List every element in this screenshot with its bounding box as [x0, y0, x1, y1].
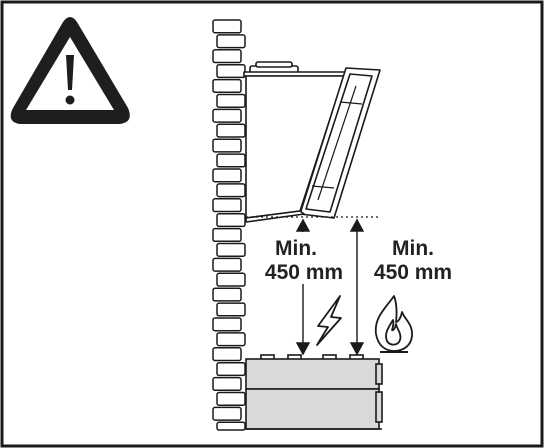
left-clearance-line1: Min. — [275, 237, 317, 260]
right-dimension-line — [349, 218, 365, 356]
wall-brick — [212, 287, 242, 302]
hob-worktop — [245, 358, 380, 390]
warning-triangle-icon — [10, 17, 130, 124]
wall-brick — [216, 242, 246, 257]
wall-brick — [212, 78, 242, 94]
wall-brick — [212, 49, 242, 64]
wall-brick — [212, 257, 242, 272]
wall-brick — [212, 406, 242, 421]
wall-brick — [212, 198, 242, 213]
right-clearance-line1: Min. — [392, 237, 434, 260]
wall-brick — [216, 421, 246, 431]
brick-wall — [212, 19, 246, 431]
chimney-hood — [243, 61, 381, 223]
wall-brick — [212, 19, 242, 34]
wall-brick — [216, 123, 246, 138]
wall-brick — [216, 272, 246, 287]
wall-brick — [216, 34, 246, 49]
kitchen-unit — [245, 354, 383, 430]
wall-brick — [216, 63, 246, 79]
wall-brick — [216, 183, 246, 198]
wall-brick — [212, 376, 242, 392]
wall-brick — [216, 212, 246, 228]
wall-brick — [216, 93, 246, 108]
wall-brick — [216, 361, 246, 377]
wall-brick — [216, 332, 246, 347]
wall-brick — [212, 168, 242, 183]
wall-brick — [212, 317, 242, 332]
wall-brick — [212, 138, 242, 153]
right-label-background — [365, 232, 461, 284]
right-clearance-line2: 450 mm — [374, 261, 452, 284]
cabinet — [245, 388, 380, 430]
wall-brick — [216, 302, 246, 317]
gas-flame-icon — [374, 295, 413, 353]
wall-brick — [212, 108, 242, 123]
wall-brick — [212, 227, 242, 243]
left-label-background — [254, 232, 352, 284]
lightning-bolt-icon — [316, 295, 342, 346]
wall-brick — [212, 347, 242, 362]
wall-brick — [216, 391, 246, 406]
wall-brick — [216, 153, 246, 168]
left-clearance-line2: 450 mm — [265, 261, 343, 284]
